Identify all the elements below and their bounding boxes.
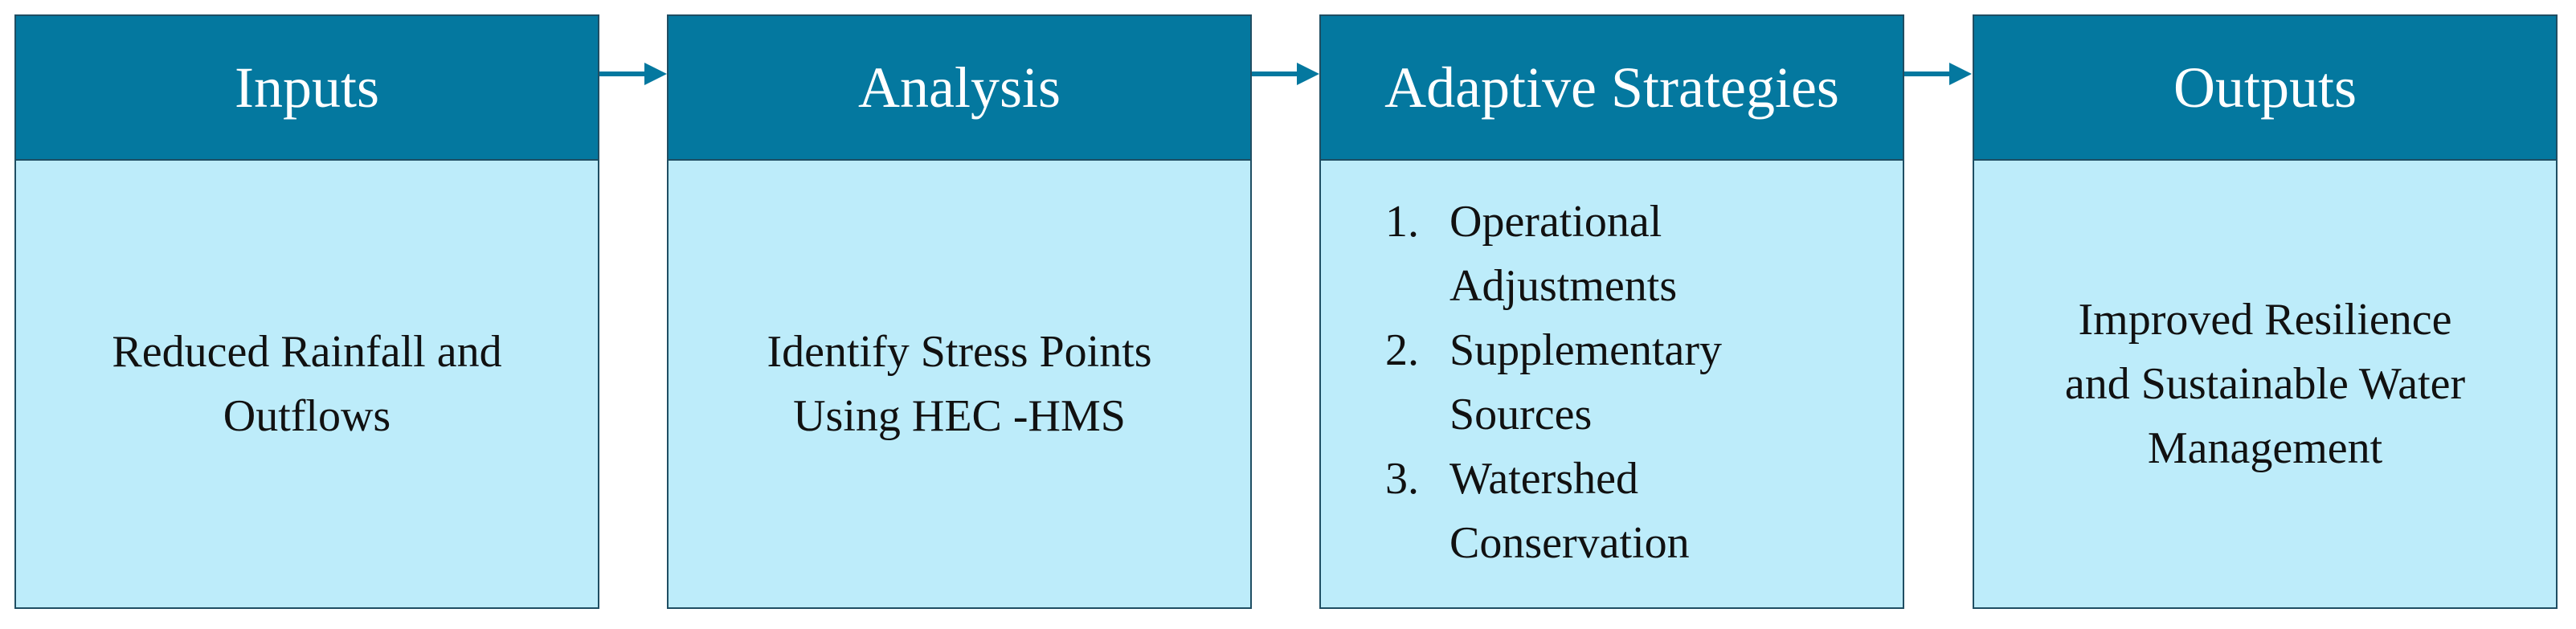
right-arrow-icon <box>1904 63 1972 85</box>
stage-adaptive-strategies-title: Adaptive Strategies <box>1321 16 1903 161</box>
strategy-list: 1. Operational Adjustments 2. Supplement… <box>1385 190 1887 575</box>
strategy-text: Operational Adjustments <box>1450 197 1678 311</box>
stage-adaptive-strategies: Adaptive Strategies 1. Operational Adjus… <box>1319 14 1904 609</box>
strategy-number: 3. <box>1385 454 1419 504</box>
stage-adaptive-strategies-body: 1. Operational Adjustments 2. Supplement… <box>1321 161 1903 607</box>
stage-inputs-body-container: Reduced Rainfall and Outflows <box>16 161 598 607</box>
stage-outputs-body: Improved Resilience and Sustainable Wate… <box>2064 295 2466 473</box>
stage-analysis-body-container: Identify Stress Points Using HEC -HMS <box>669 161 1250 607</box>
stage-analysis-body: Identify Stress Points Using HEC -HMS <box>767 327 1152 441</box>
strategy-item: 3. Watershed Conservation <box>1385 447 1887 575</box>
stage-outputs: Outputs Improved Resilience and Sustaina… <box>1973 14 2558 609</box>
strategy-text: Supplementary Sources <box>1450 325 1723 439</box>
stage-analysis-title: Analysis <box>669 16 1250 161</box>
stage-outputs-body-container: Improved Resilience and Sustainable Wate… <box>1974 161 2556 607</box>
stage-inputs-title: Inputs <box>16 16 598 161</box>
stage-analysis: Analysis Identify Stress Points Using HE… <box>667 14 1252 609</box>
strategy-text: Watershed Conservation <box>1450 454 1690 568</box>
strategy-number: 1. <box>1385 197 1419 247</box>
strategy-item: 2. Supplementary Sources <box>1385 318 1887 447</box>
stage-inputs-body: Reduced Rainfall and Outflows <box>112 327 502 441</box>
strategy-item: 1. Operational Adjustments <box>1385 190 1887 318</box>
right-arrow-icon <box>599 63 667 85</box>
right-arrow-icon <box>1252 63 1319 85</box>
stage-inputs: Inputs Reduced Rainfall and Outflows <box>14 14 599 609</box>
stage-outputs-title: Outputs <box>1974 16 2556 161</box>
strategy-number: 2. <box>1385 325 1419 375</box>
